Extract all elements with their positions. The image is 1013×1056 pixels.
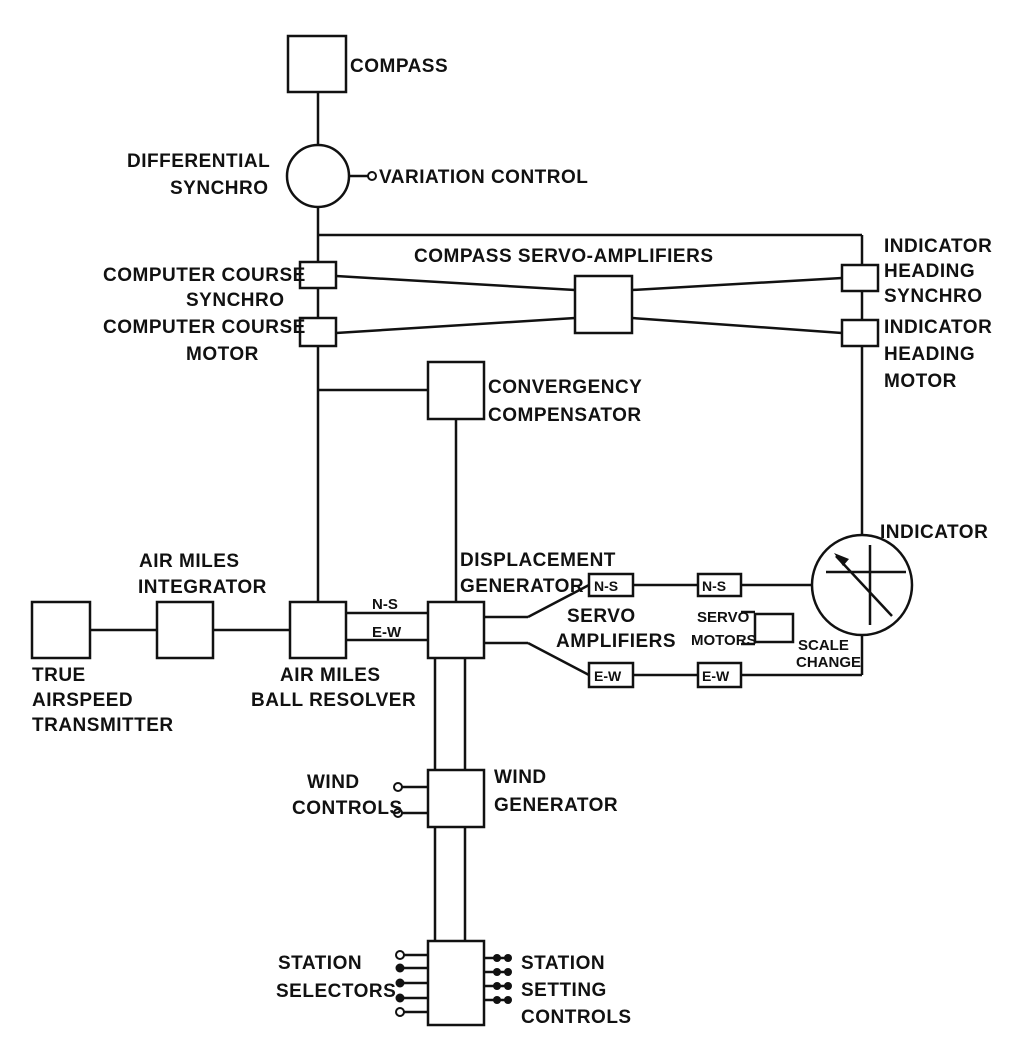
air-miles-integrator-label: INTEGRATOR [138, 577, 267, 598]
indicator-heading-motor-label: HEADING [884, 344, 975, 365]
convergency-compensator-box [426, 360, 486, 421]
indicator-heading-synchro-label: INDICATOR [884, 236, 992, 257]
true-airspeed-transmitter-label: TRANSMITTER [32, 715, 174, 736]
variation-control-label: VARIATION CONTROL [379, 167, 588, 188]
compass-box [286, 34, 348, 94]
compass-label: COMPASS [350, 56, 448, 77]
scale-change-box [753, 612, 795, 644]
ns-line-label: N-S [372, 596, 398, 613]
wind-generator-label: GENERATOR [494, 795, 618, 816]
indicator-heading-synchro-label: HEADING [884, 261, 975, 282]
convergency-compensator-label: CONVERGENCY [488, 377, 642, 398]
variation-control-knob [367, 171, 377, 181]
computer-course-synchro-box [298, 260, 338, 290]
servo-amplifier-ns-box [587, 572, 635, 598]
compass-servo-amplifiers-label: COMPASS SERVO-AMPLIFIERS [414, 246, 714, 267]
servo-motors-label: SERVO [697, 609, 750, 626]
wind-controls-label: CONTROLS [292, 798, 403, 819]
station-setting-controls-label: SETTING [521, 980, 607, 1001]
computer-course-synchro-label: SYNCHRO [186, 290, 285, 311]
station-selectors-label: SELECTORS [276, 981, 396, 1002]
computer-course-motor-box [298, 316, 338, 348]
wind-control-knob [393, 808, 403, 818]
computer-course-synchro-label: COMPUTER COURSE [103, 265, 306, 286]
connection-lines [90, 92, 864, 941]
indicator-label: INDICATOR [880, 522, 988, 543]
station-selectors-label: STATION [278, 953, 362, 974]
wind-controls-label: WIND [307, 772, 360, 793]
wind-generator-label: WIND [494, 767, 547, 788]
scale-change-label: CHANGE [796, 654, 861, 671]
wind-control-knob [393, 782, 403, 792]
station-selector-knobs [395, 950, 428, 1017]
servo-amplifier-ns-tag: N-S [594, 578, 618, 594]
air-miles-ball-resolver-box [288, 600, 348, 660]
air-miles-ball-resolver-label: AIR MILES [280, 665, 381, 686]
indicator-heading-motor-box [840, 318, 880, 348]
servo-amplifiers-label: SERVO [567, 606, 636, 627]
servo-motors-label: MOTORS [691, 632, 757, 649]
indicator-heading-synchro-box [840, 263, 880, 293]
compass-servo-amplifier-box [573, 274, 634, 335]
indicator-heading-motor-label: INDICATOR [884, 317, 992, 338]
servo-motor-ew-tag: E-W [702, 668, 730, 684]
servo-amplifier-ew-tag: E-W [594, 668, 622, 684]
servo-amplifier-ew-box [587, 661, 635, 689]
differential-synchro-label: DIFFERENTIAL [127, 151, 270, 172]
air-miles-integrator-label: AIR MILES [139, 551, 240, 572]
air-miles-ball-resolver-label: BALL RESOLVER [251, 690, 416, 711]
ew-line-label: E-W [372, 624, 402, 641]
true-airspeed-transmitter-label: AIRSPEED [32, 690, 133, 711]
station-setting-knobs [484, 954, 512, 1004]
computer-course-motor-label: COMPUTER COURSE [103, 317, 306, 338]
displacement-generator-label: GENERATOR [460, 576, 584, 597]
indicator-heading-motor-label: MOTOR [884, 371, 957, 392]
station-box [426, 939, 486, 1027]
servo-motor-ns-tag: N-S [702, 578, 726, 594]
true-airspeed-transmitter-box [30, 600, 92, 660]
differential-synchro-label: SYNCHRO [170, 178, 269, 199]
displacement-generator-box [426, 600, 486, 660]
indicator-dial [810, 533, 914, 637]
station-setting-controls-label: STATION [521, 953, 605, 974]
displacement-generator-label: DISPLACEMENT [460, 550, 616, 571]
station-setting-controls-label: CONTROLS [521, 1007, 632, 1028]
servo-motor-ns-box [696, 572, 743, 598]
true-airspeed-transmitter-label: TRUE [32, 665, 86, 686]
wind-generator-box [426, 768, 486, 829]
scale-change-label: SCALE [798, 637, 849, 654]
servo-amplifiers-label: AMPLIFIERS [556, 631, 676, 652]
differential-synchro-circle [285, 143, 351, 209]
air-miles-integrator-box [155, 600, 215, 660]
indicator-heading-synchro-label: SYNCHRO [884, 286, 983, 307]
convergency-compensator-label: COMPENSATOR [488, 405, 642, 426]
servo-motor-ew-box [696, 661, 743, 689]
computer-course-motor-label: MOTOR [186, 344, 259, 365]
